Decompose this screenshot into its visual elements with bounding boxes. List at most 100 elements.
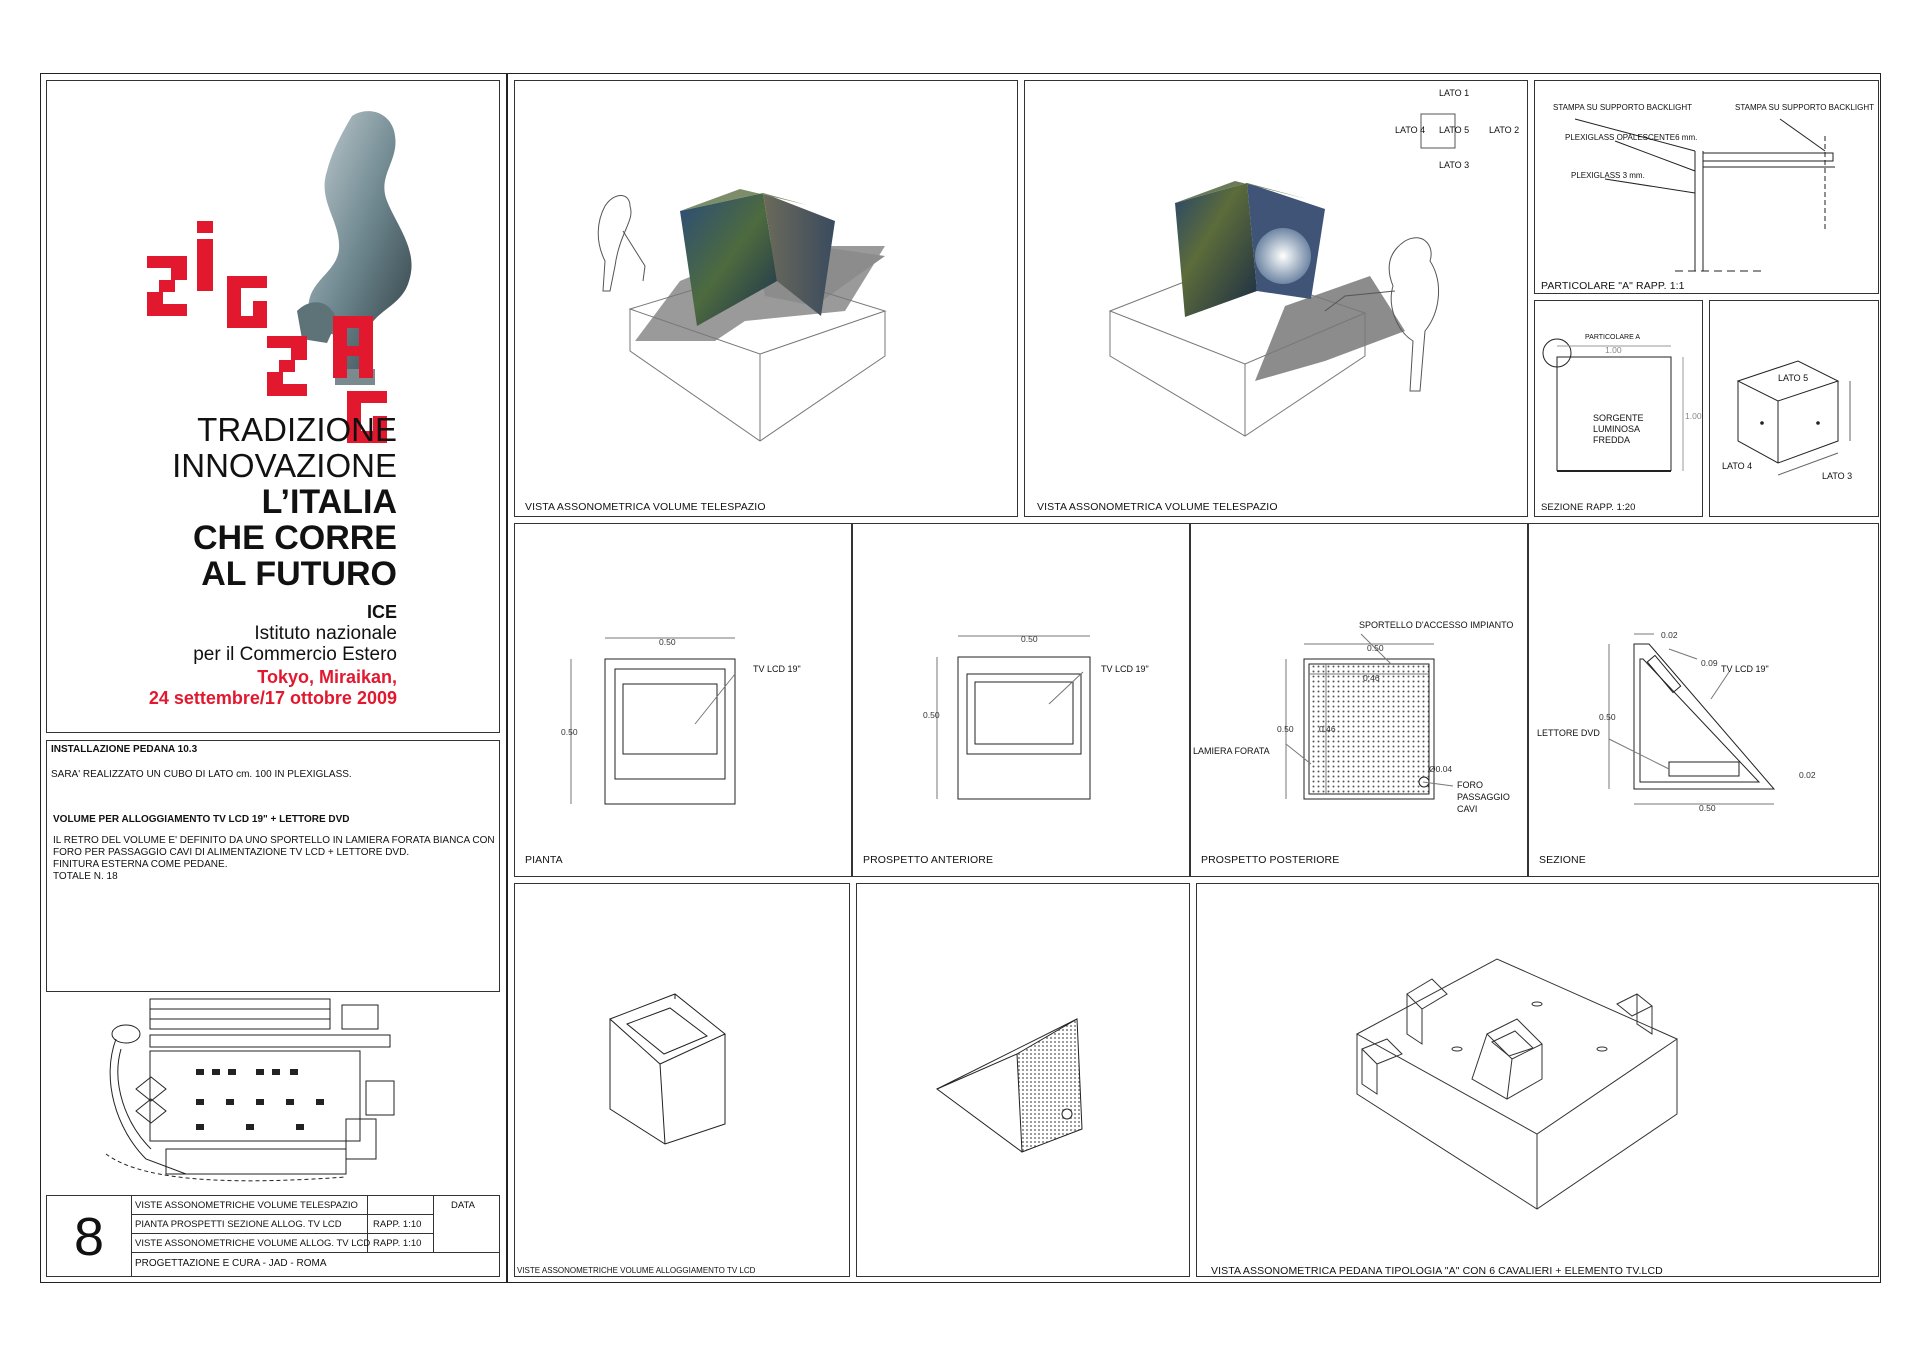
tagline-1: TRADIZIONE (197, 411, 397, 448)
lamiera-label: LAMIERA FORATA (1193, 746, 1270, 756)
pedana-panel: VISTA ASSONOMETRICA PEDANA TIPOLOGIA "A"… (1196, 883, 1879, 1277)
source-line-2: LUMINOSA (1593, 424, 1641, 434)
tagline-3: L’ITALIA (261, 483, 397, 521)
sheet-number: 8 (73, 1207, 105, 1267)
tv-iso-back-drawing (936, 1018, 1083, 1153)
info-line-5: TOTALE N. 18 (53, 871, 118, 882)
org-line-2: per il Commercio Estero (193, 644, 397, 665)
post-dim-h-inner: 0.46 (1319, 724, 1336, 734)
pianta-drawing (570, 637, 736, 805)
tagline-5: AL FUTURO (201, 555, 397, 593)
source-line-1: SORGENTE (1593, 413, 1644, 423)
event-dates: 24 settembre/17 ottobre 2009 (148, 688, 397, 708)
cubo-iso-drawing (1736, 360, 1851, 476)
sezione-cubo-drawing (1542, 338, 1684, 472)
cube-iso-drawing-2 (1108, 113, 1456, 437)
source-line-3: FREDDA (1593, 435, 1631, 445)
lato-5: LATO 5 (1439, 125, 1470, 135)
prosp-ant-tv-label: TV LCD 19" (1101, 664, 1149, 674)
tb-row-1-desc: VISTE ASSONOMETRICHE VOLUME TELESPAZIO (135, 1200, 358, 1211)
sheet-number-box (47, 1196, 132, 1276)
sezione-label: SEZIONE (1539, 854, 1586, 866)
prospetto-ant-drawing (936, 635, 1091, 800)
info-subtitle: VOLUME PER ALLOGGIAMENTO TV LCD 19" + LE… (53, 814, 350, 825)
pedana-drawing (1355, 958, 1679, 1210)
foro-line-2: PASSAGGIO (1457, 792, 1510, 802)
plexi-opal: PLEXIGLASS OPALESCENTE6 mm. (1565, 133, 1698, 142)
sez-tv-label: TV LCD 19" (1721, 664, 1769, 674)
sez-dim-w: 0.50 (1699, 803, 1716, 813)
pianta-panel: 0.50 0.50 TV LCD 19" PIANTA (514, 523, 852, 877)
tb-grid-h1 (131, 1214, 433, 1215)
info-line-1: SARA' REALIZZATO UN CUBO DI LATO cm. 100… (51, 769, 352, 780)
plexi-3: PLEXIGLASS 3 mm. (1571, 171, 1645, 180)
pedana-label: VISTA ASSONOMETRICA PEDANA TIPOLOGIA "A"… (1211, 1265, 1663, 1277)
info-line-4: FINITURA ESTERNA COME PEDANE. (53, 859, 228, 870)
tb-data-label: DATA (451, 1200, 475, 1211)
particolare-a-tag: PARTICOLARE A (1585, 334, 1640, 341)
tagline-4: CHE CORRE (192, 519, 397, 557)
sezione-panel: 0.02 0.09 TV LCD 19" 0.50 LETTORE DVD 0.… (1528, 523, 1879, 877)
lato-4: LATO 4 (1395, 125, 1426, 135)
assono-1-label: VISTA ASSONOMETRICA VOLUME TELESPAZIO (525, 501, 766, 513)
sez-dim-w: 1.00 (1605, 345, 1622, 355)
sportello-label: SPORTELLO D'ACCESSO IMPIANTO (1359, 620, 1514, 630)
foro-line-1: FORO (1457, 780, 1483, 790)
assono-panel-1: VISTA ASSONOMETRICA VOLUME TELESPAZIO (514, 80, 1018, 517)
pianta-dim-h: 0.50 (561, 727, 578, 737)
prosp-ant-label: PROSPETTO ANTERIORE (863, 854, 994, 866)
sez-dim-h: 1.00 (1685, 411, 1702, 421)
cube-iso-drawing-1 (597, 189, 887, 442)
foro-line-3: CAVI (1457, 804, 1478, 814)
info-line-2: IL RETRO DEL VOLUME E' DEFINITO DA UNO S… (53, 835, 495, 846)
sez-dim-009: 0.09 (1701, 658, 1718, 668)
sezione-cubo-panel: PARTICOLARE A 1.00 1.00 SORGENTE LUMINOS… (1534, 300, 1703, 517)
post-dim-h: 0.50 (1277, 724, 1294, 734)
cubo-lato-4: LATO 4 (1722, 461, 1753, 471)
sezione-cubo-label: SEZIONE RAPP. 1:20 (1541, 502, 1636, 513)
site-plan-panel (46, 998, 500, 1187)
pianta-label: PIANTA (525, 854, 563, 866)
sez-dim-h: 0.50 (1599, 712, 1616, 722)
pianta-tv-label: TV LCD 19" (753, 664, 801, 674)
outer-frame (40, 73, 1881, 1283)
cubo-iso-panel: LATO 5 LATO 4 LATO 3 (1709, 300, 1879, 517)
viste-tv-label: VISTE ASSONOMETRICHE VOLUME ALLOGGIAMENT… (517, 1266, 756, 1275)
lato-1: LATO 1 (1439, 88, 1470, 98)
particolare-drawing (1574, 118, 1835, 272)
particolare-label: PARTICOLARE "A" RAPP. 1:1 (1541, 280, 1685, 292)
lato-3: LATO 3 (1439, 160, 1470, 170)
post-dim-w: 0.50 (1367, 643, 1384, 653)
stampa-right: STAMPA SU SUPPORTO BACKLIGHT (1735, 103, 1874, 112)
post-dim-foro: Ø0.04 (1429, 764, 1453, 774)
prosp-ant-dim-h: 0.50 (923, 710, 940, 720)
event-place: Tokyo, Miraikan, (257, 667, 397, 687)
sez-dim-002-right: 0.02 (1799, 770, 1816, 780)
org-line-1: Istituto nazionale (254, 623, 397, 644)
prospetto-post-drawing (1285, 633, 1454, 800)
tb-grid-v2 (433, 1196, 434, 1252)
cubo-lato-3: LATO 3 (1822, 471, 1853, 481)
title-block: 8 VISTE ASSONOMETRICHE VOLUME TELESPAZIO… (46, 1195, 500, 1277)
tb-row-2-desc: PIANTA PROSPETTI SEZIONE ALLOG. TV LCD (135, 1219, 342, 1230)
lato-2: LATO 2 (1489, 125, 1520, 135)
column-divider (506, 73, 508, 1283)
tb-grid-v1 (367, 1196, 368, 1252)
lettore-label: LETTORE DVD (1537, 728, 1600, 738)
particolare-panel: STAMPA SU SUPPORTO BACKLIGHT STAMPA SU S… (1534, 80, 1879, 294)
cubo-lato-5: LATO 5 (1778, 373, 1809, 383)
prosp-ant-dim-w: 0.50 (1021, 634, 1038, 644)
info-line-3: FORO PER PASSAGGIO CAVI DI ALIMENTAZIONE… (53, 847, 410, 858)
tagline-2: INNOVAZIONE (172, 447, 397, 484)
info-panel: INSTALLAZIONE PEDANA 10.3 SARA' REALIZZA… (46, 740, 500, 992)
prospetto-post-panel: SPORTELLO D'ACCESSO IMPIANTO 0.50 0.46 0… (1190, 523, 1528, 877)
assono-2-label: VISTA ASSONOMETRICA VOLUME TELESPAZIO (1037, 501, 1278, 513)
tv-iso-panel-1: VISTE ASSONOMETRICHE VOLUME ALLOGGIAMENT… (514, 883, 850, 1277)
tb-row-2-scale: RAPP. 1:10 (373, 1219, 422, 1230)
sez-dim-002-top: 0.02 (1661, 630, 1678, 640)
zigzag-logo (147, 221, 387, 443)
stampa-left: STAMPA SU SUPPORTO BACKLIGHT (1553, 103, 1692, 112)
assono-panel-2: LATO 1 LATO 4 LATO 5 LATO 2 LATO 3 VISTA… (1024, 80, 1528, 517)
site-plan-drawing (105, 998, 395, 1182)
post-dim-w-inner: 0.46 (1363, 673, 1380, 683)
